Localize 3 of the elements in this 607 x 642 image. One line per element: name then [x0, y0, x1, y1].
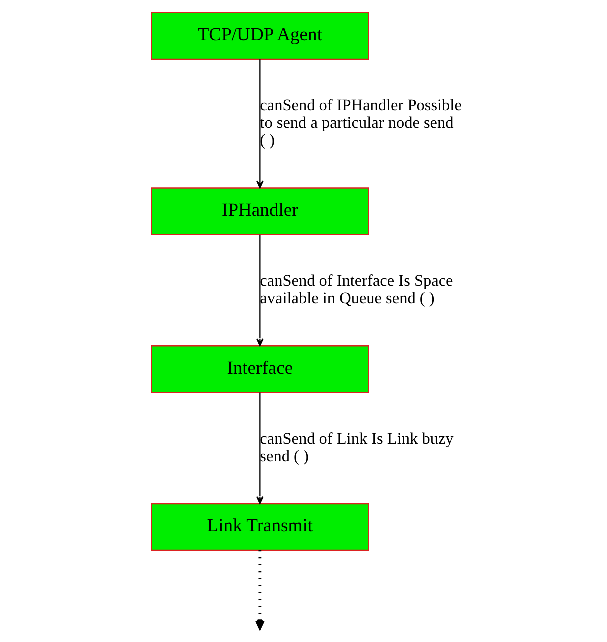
- edge-label: canSend of Link Is Link buzy send ( ): [260, 430, 454, 466]
- edge-label: canSend of Interface Is Space available in Queue send ( ): [260, 272, 453, 308]
- edge-label: canSend of IPHandler Possible to send a particular node send ( ): [260, 96, 462, 150]
